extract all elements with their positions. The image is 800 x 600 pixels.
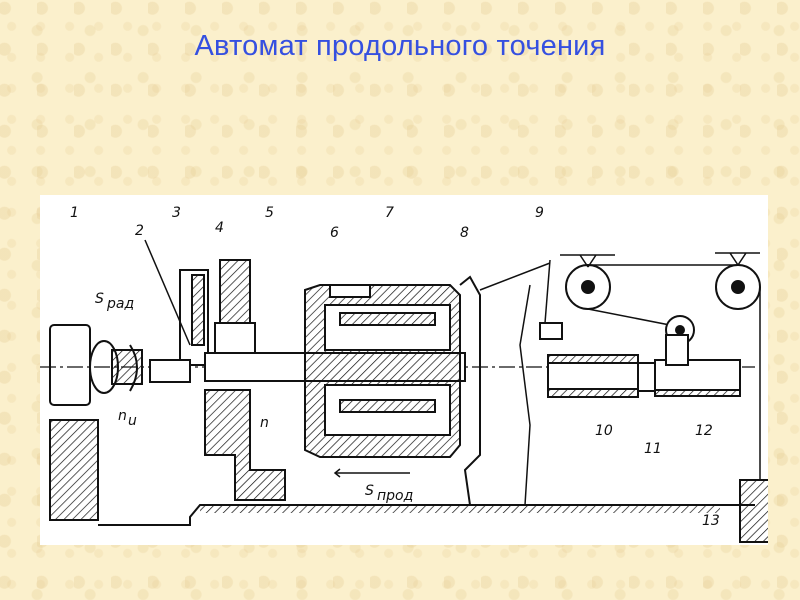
label-7: 7 (385, 205, 394, 221)
machine-diagram: 1 2 3 4 5 6 7 8 9 10 11 12 13 S рад n u … (40, 195, 768, 545)
label-5: 5 (265, 205, 274, 221)
frame-8 (459, 275, 481, 506)
label-n-u-sub: u (128, 413, 137, 429)
stand (204, 389, 286, 501)
slide-title: Автомат продольного точения (194, 30, 606, 62)
label-n: n (260, 415, 269, 431)
label-9: 9 (535, 205, 544, 221)
label-s-prod-sub: прод (377, 488, 413, 504)
label-8: 8 (460, 225, 469, 241)
label-s-rad-sub: рад (106, 296, 134, 312)
left-support (49, 419, 99, 521)
lever-9 (544, 259, 551, 324)
label-10: 10 (595, 423, 613, 439)
diagram-drawing: 1 2 3 4 5 6 7 8 9 10 11 12 13 S рад n u … (40, 205, 768, 543)
label-11: 11 (644, 441, 662, 457)
counterweight-13 (739, 479, 768, 543)
label-4: 4 (215, 220, 224, 236)
label-13: 13 (702, 513, 720, 529)
label-n-u: n (118, 408, 127, 424)
label-1: 1 (70, 205, 79, 221)
label-s-prod: S (365, 483, 374, 499)
guide-bushing-4 (219, 259, 251, 326)
label-s-rad: S (95, 291, 104, 307)
bushing (149, 359, 191, 383)
label-3: 3 (172, 205, 181, 221)
label-6: 6 (330, 225, 339, 241)
label-12: 12 (695, 423, 713, 439)
headstock-block (49, 324, 91, 406)
label-2: 2 (135, 223, 144, 239)
